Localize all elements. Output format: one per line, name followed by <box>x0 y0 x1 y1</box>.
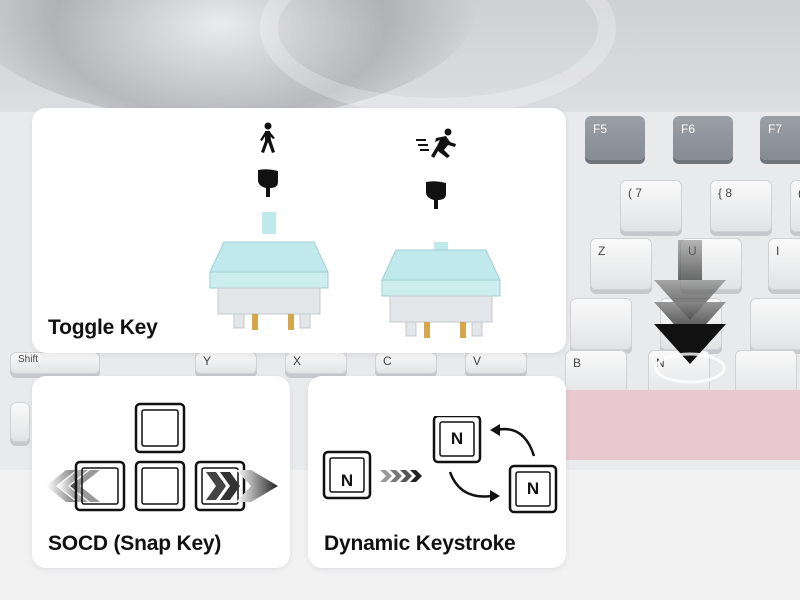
walking-person-icon <box>260 122 275 153</box>
mechanical-switch <box>381 242 501 338</box>
dynamic-keystroke-card: N N N Dynamic Keystroke <box>308 376 566 568</box>
keycap-9: ( 9 <box>790 180 800 232</box>
curved-arrow-icon <box>448 424 536 502</box>
down-arrow-icon <box>654 240 726 384</box>
pointing-hand-icon <box>258 169 278 197</box>
key-letter-right: N <box>526 479 540 498</box>
keycap-f7: F7 <box>760 116 800 160</box>
keycap-8: { 8 <box>710 180 772 232</box>
keycap-z: Z <box>590 238 652 290</box>
arrow-right-icon <box>380 470 422 482</box>
keycap-y: Y <box>195 352 257 374</box>
keycap-v: V <box>465 352 527 374</box>
keycap-row3-a <box>570 298 632 350</box>
keycap-7: ( 7 <box>620 180 682 232</box>
arrow-right-icon <box>206 470 278 502</box>
key-letter-left: N <box>340 471 354 490</box>
keycap-f5: F5 <box>585 116 645 160</box>
socd-card: SOCD (Snap Key) <box>32 376 290 568</box>
keycap-x: X <box>285 352 347 374</box>
keycap-edge <box>10 402 30 442</box>
mechanical-switch <box>209 212 329 330</box>
pointing-hand-icon <box>426 181 446 209</box>
pink-trim <box>560 390 800 460</box>
toggle-key-label: Toggle Key <box>48 316 158 339</box>
key-letter-top: N <box>450 429 464 448</box>
running-person-icon <box>416 128 456 158</box>
keycap-row3-c <box>750 298 800 350</box>
keycap-shift: Shift <box>10 352 100 374</box>
keycap-f6: F6 <box>673 116 733 160</box>
keycap-c: C <box>375 352 437 374</box>
toggle-key-card: Toggle Key <box>32 108 566 353</box>
socd-label: SOCD (Snap Key) <box>48 532 222 555</box>
dynamic-keystroke-label: Dynamic Keystroke <box>324 532 516 555</box>
keycap-i: I <box>768 238 800 290</box>
dynamic-keystroke-diagram <box>322 416 558 514</box>
socd-diagram <box>46 402 278 512</box>
